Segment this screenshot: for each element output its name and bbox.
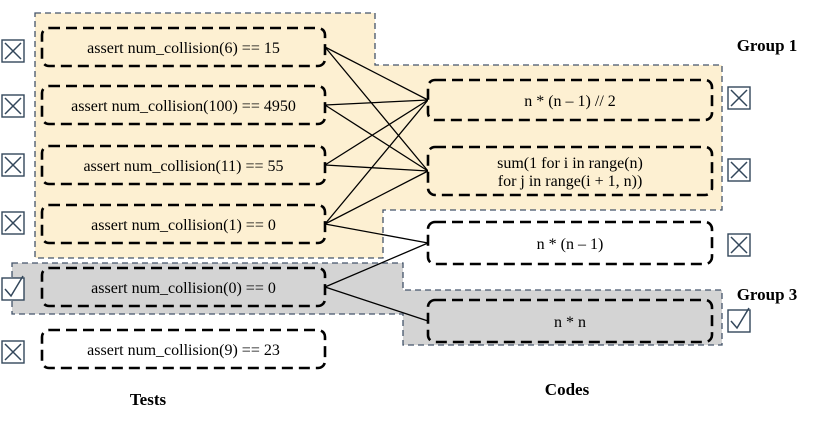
cross-icon <box>1 153 25 177</box>
link-lines <box>324 46 429 322</box>
tests-label: Tests <box>130 390 167 409</box>
code-box <box>426 145 714 197</box>
test-text: assert num_collision(9) == 23 <box>87 342 280 359</box>
link-line <box>324 104 429 172</box>
test-item: assert num_collision(9) == 23 <box>1 328 327 370</box>
cross-icon <box>727 158 751 182</box>
test-text: assert num_collision(6) == 15 <box>87 40 280 57</box>
code-text: sum(1 for i in range(n) <box>497 155 643 172</box>
cross-icon <box>1 94 25 118</box>
cross-icon <box>727 233 751 257</box>
test-box <box>40 328 327 370</box>
test-text: assert num_collision(1) == 0 <box>91 217 276 234</box>
test-box <box>40 203 327 245</box>
code-text: n * n <box>554 314 586 331</box>
code-box <box>426 298 714 344</box>
test-item: assert num_collision(100) == 4950 <box>1 84 327 126</box>
test-item: assert num_collision(0) == 0 <box>1 266 327 308</box>
code-item: n * (n – 1) <box>426 220 751 266</box>
test-text: assert num_collision(100) == 4950 <box>71 98 296 115</box>
code-box <box>426 220 714 266</box>
code-text: for j in range(i + 1, n)) <box>498 173 643 190</box>
code-text: n * (n – 1) <box>537 236 604 253</box>
group3-label: Group 3 <box>737 285 798 304</box>
group1-region <box>34 12 723 259</box>
test-text: assert num_collision(11) == 55 <box>83 158 283 175</box>
test-box <box>40 26 327 68</box>
link-line <box>324 242 429 288</box>
cross-icon <box>1 211 25 235</box>
link-line <box>324 46 429 101</box>
code-list: n * (n – 1) // 2 sum(1 for i in range(n)f… <box>426 78 751 344</box>
codes-label: Codes <box>545 380 590 399</box>
test-list: assert num_collision(6) == 15 assert num_… <box>1 26 327 370</box>
code-box <box>426 78 714 122</box>
test-box <box>40 84 327 126</box>
link-line <box>324 46 429 172</box>
test-item: assert num_collision(1) == 0 <box>1 203 327 245</box>
test-box <box>40 144 327 186</box>
link-line <box>324 223 429 244</box>
cross-icon <box>1 340 25 364</box>
link-line <box>324 170 429 225</box>
link-line <box>324 99 429 166</box>
group1-label: Group 1 <box>737 36 798 55</box>
check-icon <box>1 275 25 301</box>
link-line <box>324 286 429 322</box>
code-item: sum(1 for i in range(n)for j in range(i … <box>426 145 751 197</box>
cross-icon <box>727 86 751 110</box>
test-item: assert num_collision(6) == 15 <box>1 26 327 68</box>
cross-icon <box>1 39 25 63</box>
test-box <box>40 266 327 308</box>
code-text: n * (n – 1) // 2 <box>524 93 616 110</box>
code-item: n * (n – 1) // 2 <box>426 78 751 122</box>
check-icon <box>727 307 751 333</box>
test-item: assert num_collision(11) == 55 <box>1 144 327 186</box>
link-line <box>324 164 429 172</box>
code-item: n * n <box>426 298 751 344</box>
test-text: assert num_collision(0) == 0 <box>91 280 276 297</box>
link-line <box>324 99 429 225</box>
link-line <box>324 99 429 106</box>
